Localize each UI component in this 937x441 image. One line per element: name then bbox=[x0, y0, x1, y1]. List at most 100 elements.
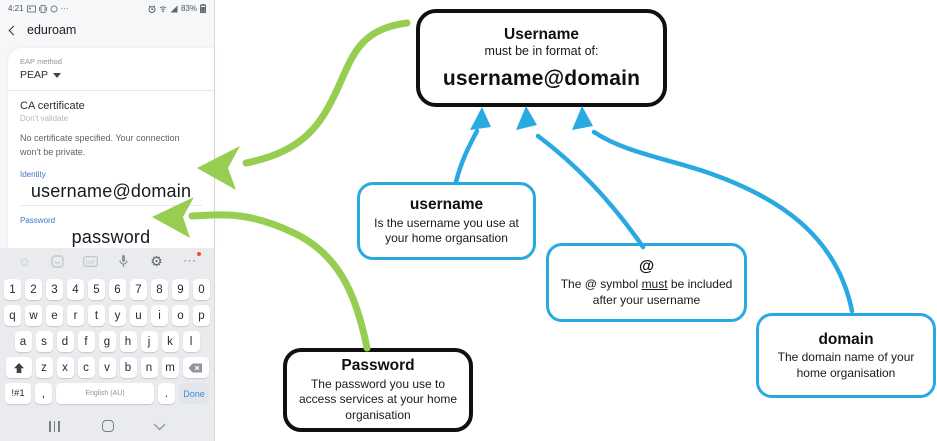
key-k[interactable]: k bbox=[161, 331, 179, 352]
backspace-key[interactable] bbox=[182, 357, 209, 378]
key-j[interactable]: j bbox=[140, 331, 158, 352]
ca-certificate-value: Don't validate bbox=[20, 114, 69, 123]
key-r[interactable]: r bbox=[67, 305, 84, 326]
green-arrow-identity bbox=[197, 19, 411, 190]
callout-body: The password you use to access services … bbox=[298, 376, 458, 422]
hide-keyboard-icon[interactable] bbox=[153, 418, 165, 431]
notification-dot bbox=[196, 252, 201, 256]
callout-body: The domain name of your home organisatio… bbox=[777, 350, 915, 380]
wifi-calling-icon bbox=[159, 5, 167, 12]
key-l[interactable]: l bbox=[182, 331, 200, 352]
callout-title: Password bbox=[341, 357, 415, 375]
identity-label: Identity bbox=[20, 169, 46, 179]
key-u[interactable]: u bbox=[130, 305, 147, 326]
callout-format-example: username@domain bbox=[442, 67, 641, 91]
svg-text:GIF: GIF bbox=[86, 260, 96, 266]
key-7[interactable]: 7 bbox=[130, 279, 147, 300]
key-i[interactable]: i bbox=[151, 305, 168, 326]
underlined-must: must bbox=[641, 277, 668, 292]
eap-method-dropdown[interactable]: PEAP bbox=[20, 69, 202, 81]
blue-arrow-username bbox=[453, 107, 491, 185]
eap-method-label: EAP method bbox=[20, 57, 62, 66]
callout-at-symbol: @ The @ symbol must be included after yo… bbox=[546, 243, 747, 322]
callout-password: Password The password you use to access … bbox=[283, 348, 473, 432]
callout-domain: domain The domain name of your home orga… bbox=[756, 313, 936, 398]
battery-percent: 83% bbox=[180, 4, 197, 13]
keyboard-settings-icon[interactable]: ⚙ bbox=[150, 252, 163, 269]
network-title: eduroam bbox=[27, 23, 77, 37]
more-notifications-icon: ⋯ bbox=[60, 4, 69, 13]
key-s[interactable]: s bbox=[35, 331, 53, 352]
ca-certificate-label[interactable]: CA certificate bbox=[20, 100, 85, 112]
password-label: Password bbox=[20, 215, 56, 225]
key-y[interactable]: y bbox=[109, 305, 126, 326]
key-b[interactable]: b bbox=[119, 357, 137, 378]
app-bar: eduroam bbox=[0, 13, 214, 37]
comma-key[interactable]: , bbox=[35, 383, 52, 404]
back-icon[interactable] bbox=[8, 25, 19, 35]
key-5[interactable]: 5 bbox=[88, 279, 105, 300]
key-p[interactable]: p bbox=[193, 305, 210, 326]
key-row-space: !#1 , English (AU) . Done bbox=[0, 383, 214, 404]
symbols-key[interactable]: !#1 bbox=[5, 383, 31, 404]
key-9[interactable]: 9 bbox=[172, 279, 189, 300]
key-f[interactable]: f bbox=[77, 331, 95, 352]
identity-input[interactable]: username@domain bbox=[20, 181, 202, 206]
done-key[interactable]: Done bbox=[179, 383, 209, 404]
key-t[interactable]: t bbox=[88, 305, 105, 326]
period-key[interactable]: . bbox=[158, 383, 175, 404]
eap-method-value: PEAP bbox=[20, 69, 49, 81]
wifi-settings-card: EAP method PEAP CA certificate Don't val… bbox=[8, 48, 214, 248]
callout-username-format: Username must be in format of: username@… bbox=[416, 9, 667, 107]
key-m[interactable]: m bbox=[161, 357, 179, 378]
space-key[interactable]: English (AU) bbox=[56, 383, 154, 404]
recents-icon[interactable] bbox=[49, 420, 60, 432]
key-6[interactable]: 6 bbox=[109, 279, 126, 300]
key-z[interactable]: z bbox=[35, 357, 53, 378]
key-4[interactable]: 4 bbox=[67, 279, 84, 300]
sticker-icon[interactable] bbox=[50, 253, 66, 269]
navigation-bar bbox=[0, 411, 214, 441]
callout-subtitle: must be in format of: bbox=[484, 44, 599, 59]
battery-icon bbox=[200, 4, 206, 13]
key-c[interactable]: c bbox=[77, 357, 95, 378]
key-8[interactable]: 8 bbox=[151, 279, 168, 300]
key-d[interactable]: d bbox=[56, 331, 74, 352]
key-w[interactable]: w bbox=[25, 305, 42, 326]
key-q[interactable]: q bbox=[4, 305, 21, 326]
password-input[interactable]: password bbox=[20, 227, 202, 248]
shift-key[interactable] bbox=[5, 357, 32, 378]
status-bar: 4:21 ⋯ 83% bbox=[0, 0, 214, 13]
callout-title: @ bbox=[638, 257, 655, 275]
key-e[interactable]: e bbox=[46, 305, 63, 326]
key-v[interactable]: v bbox=[98, 357, 116, 378]
callout-body: The @ symbol must be included after your… bbox=[560, 277, 733, 307]
home-icon[interactable] bbox=[102, 420, 115, 432]
divider bbox=[8, 90, 214, 91]
mic-icon[interactable] bbox=[116, 253, 132, 269]
key-n[interactable]: n bbox=[140, 357, 158, 378]
emoji-icon[interactable]: ☺ bbox=[17, 253, 32, 269]
status-time: 4:21 bbox=[8, 4, 24, 13]
dropdown-caret-icon bbox=[53, 72, 62, 78]
callout-username: username Is the username you use at your… bbox=[357, 182, 536, 260]
key-h[interactable]: h bbox=[119, 331, 137, 352]
key-x[interactable]: x bbox=[56, 357, 74, 378]
key-2[interactable]: 2 bbox=[25, 279, 42, 300]
key-a[interactable]: a bbox=[14, 331, 32, 352]
key-0[interactable]: 0 bbox=[193, 279, 210, 300]
key-3[interactable]: 3 bbox=[46, 279, 63, 300]
screenshot-icon bbox=[26, 5, 36, 12]
callout-title: Username bbox=[504, 25, 579, 43]
key-g[interactable]: g bbox=[98, 331, 116, 352]
key-o[interactable]: o bbox=[172, 305, 189, 326]
signal-icon bbox=[170, 5, 178, 12]
gif-icon[interactable]: GIF bbox=[83, 253, 99, 269]
key-1[interactable]: 1 bbox=[4, 279, 21, 300]
keyboard-more-icon[interactable]: ⋯ bbox=[182, 252, 201, 269]
